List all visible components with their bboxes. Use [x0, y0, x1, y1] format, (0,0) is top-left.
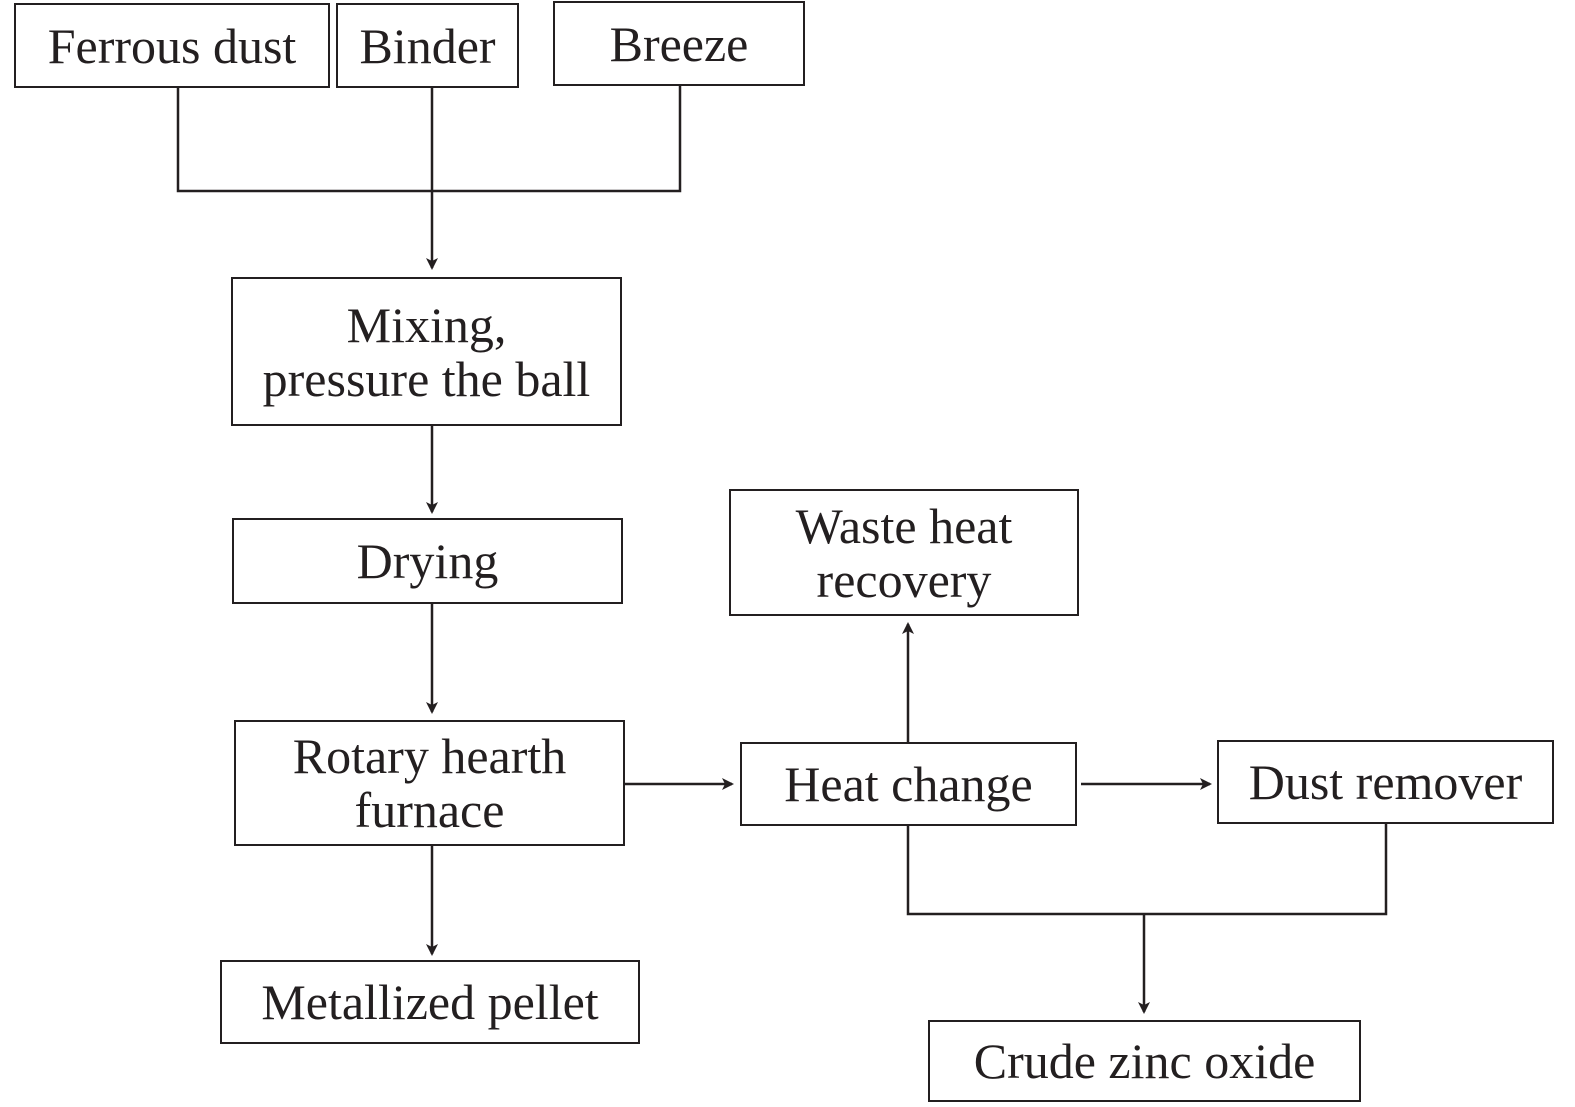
edge-breeze-to-merge — [432, 86, 682, 193]
node-heat-change-label: Heat change — [784, 756, 1033, 812]
node-waste-heat-line1: Waste heat — [795, 497, 1013, 554]
node-metallized-pellet-label: Metallized pellet — [261, 974, 599, 1030]
edge-heat-change-to-merge — [906, 826, 1144, 916]
node-rotary-hearth-furnace: Rotary hearth furnace — [234, 720, 625, 846]
node-metallized-pellet: Metallized pellet — [220, 960, 640, 1044]
node-drying-label: Drying — [356, 533, 499, 589]
node-breeze: Breeze — [553, 1, 805, 86]
node-waste-heat-line2: recovery — [816, 551, 992, 608]
node-ferrous-dust: Ferrous dust — [14, 3, 330, 88]
node-crude-zinc-oxide: Crude zinc oxide — [928, 1020, 1361, 1102]
node-heat-change: Heat change — [740, 742, 1077, 826]
node-dust-remover: Dust remover — [1217, 740, 1554, 824]
node-binder-label: Binder — [359, 17, 496, 74]
node-mixing: Mixing, pressure the ball — [231, 277, 622, 426]
node-mixing-line1: Mixing, — [346, 296, 507, 353]
node-breeze-label: Breeze — [609, 15, 749, 72]
edge-dust-remover-to-merge — [1144, 824, 1388, 916]
node-drying: Drying — [232, 518, 623, 604]
node-rotary-line2: furnace — [354, 782, 505, 838]
edge-ferrous-dust-to-merge — [176, 88, 432, 193]
node-ferrous-dust-label: Ferrous dust — [47, 17, 297, 74]
node-rotary-line1: Rotary hearth — [292, 728, 567, 784]
node-waste-heat-recovery: Waste heat recovery — [729, 489, 1079, 616]
node-dust-remover-label: Dust remover — [1248, 754, 1523, 810]
node-mixing-line2: pressure the ball — [262, 350, 591, 407]
node-binder: Binder — [336, 3, 519, 88]
node-crude-zinc-oxide-label: Crude zinc oxide — [973, 1033, 1316, 1089]
